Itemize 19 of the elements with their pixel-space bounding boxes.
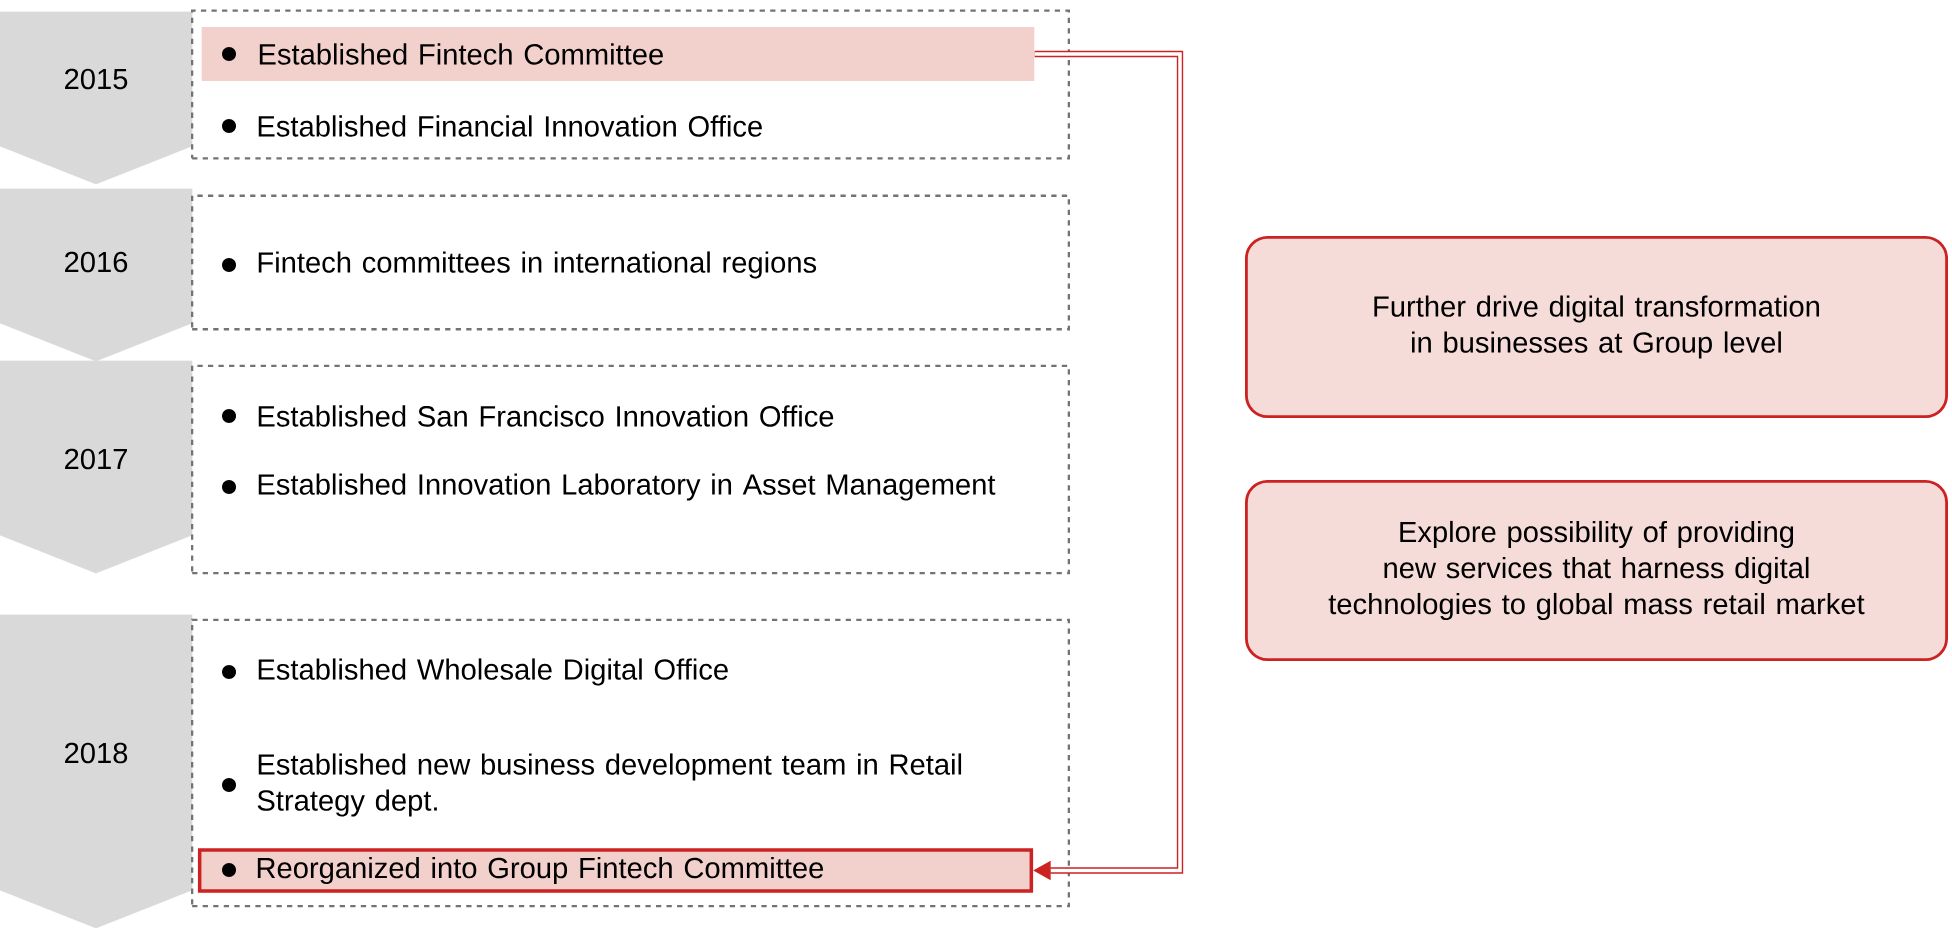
year-banner: 2015 (0, 11, 193, 185)
dashed-box (191, 194, 1070, 331)
bullet-text: Established Innovation Laboratory in Asset Management (258, 473, 996, 501)
dashed-box (191, 364, 1070, 575)
arrow (1033, 50, 1184, 881)
highlight-box: Established Fintech Committee (201, 27, 1035, 81)
year-banner: 2017 (0, 360, 193, 574)
bullet-text: Established Wholesale Digital Office (258, 658, 728, 686)
bullet-text: Established new business development team in Retail Strategy dept. (257, 753, 962, 817)
dashed-box (191, 618, 1070, 908)
highlight-box: Reorganized into Group Fintech Committee (197, 848, 1034, 893)
rounded-box: Further drive digital transformation in businesses at Group level (1245, 235, 1948, 419)
dashed-box (191, 9, 1070, 160)
year-banner: 2016 (0, 188, 193, 362)
bullet-text: Established Financial Innovation Office (258, 115, 762, 137)
bullet-text: Established San Francisco Innovation Office (258, 405, 834, 427)
bullet-text: Fintech committees in international regions (258, 251, 817, 279)
rounded-box: Explore possibility of providing new services that harness digital technologies to global mass retail market (1245, 479, 1948, 662)
year-banner: 2018 (0, 614, 193, 929)
